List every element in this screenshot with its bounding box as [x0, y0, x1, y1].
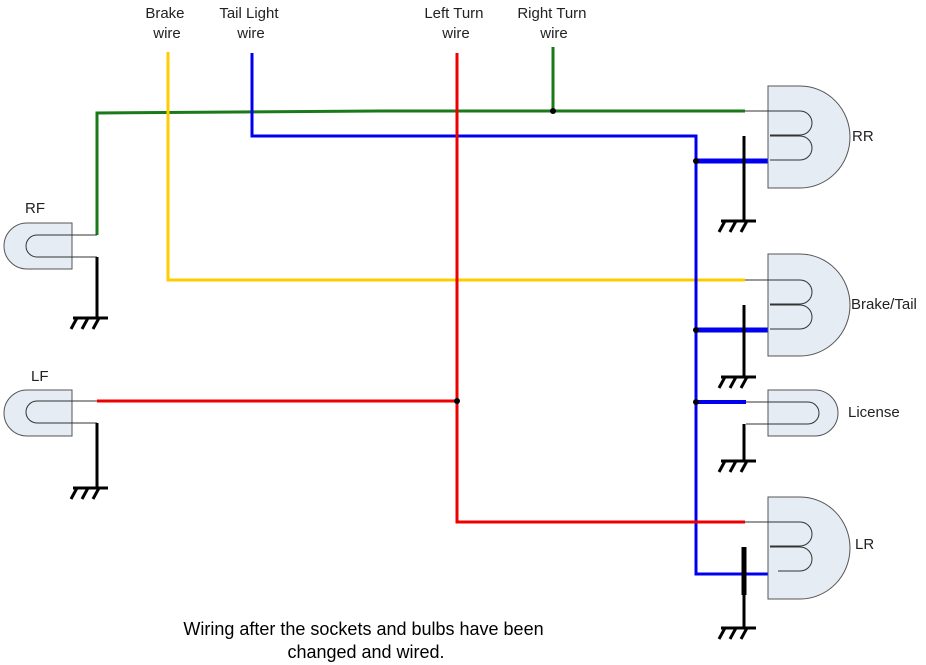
diagram-caption: Wiring after the sockets and bulbs have … — [183, 619, 548, 662]
left-turn-wire-label: Left Turn wire — [424, 5, 487, 42]
rr-socket — [717, 85, 851, 233]
tail-light-wire-label-line2: wire — [236, 25, 265, 42]
junction-dot — [693, 158, 699, 164]
lf-label: LF — [31, 368, 49, 385]
brake-wire — [166, 52, 745, 282]
left-turn-wire — [455, 53, 745, 524]
tail-light-wire — [250, 53, 778, 576]
lf-socket — [3, 389, 108, 500]
rf-label: RF — [25, 200, 45, 217]
brake-tail-socket — [717, 253, 851, 389]
right-turn-wire-label: Right Turn wire — [517, 5, 590, 42]
rr-label: RR — [852, 128, 874, 145]
tail-light-wire-label: Tail Light wire — [219, 5, 282, 42]
brake-tail-label: Brake/Tail — [851, 296, 917, 313]
junction-dot — [550, 108, 556, 114]
license-label: License — [848, 404, 900, 421]
junction-dot — [693, 327, 699, 333]
rf-socket — [3, 222, 108, 330]
left-turn-wire-label-line1: Left Turn — [424, 5, 483, 22]
junction-dot — [693, 399, 699, 405]
right-turn-wire-label-line1: Right Turn — [517, 5, 586, 22]
brake-wire-label-line2: wire — [152, 25, 181, 42]
right-turn-wire-label-line2: wire — [539, 25, 568, 42]
license-socket — [717, 389, 839, 473]
junction-dot — [454, 398, 460, 404]
lr-socket — [717, 496, 851, 640]
caption-line2: changed and wired. — [287, 642, 444, 662]
green-bus-wire — [95, 109, 745, 235]
tail-light-wire-label-line1: Tail Light — [219, 5, 279, 22]
lr-label: LR — [855, 536, 874, 553]
brake-wire-label-line1: Brake — [145, 5, 184, 22]
left-turn-wire-label-line2: wire — [441, 25, 470, 42]
caption-line1: Wiring after the sockets and bulbs have … — [183, 619, 543, 639]
brake-wire-label: Brake wire — [145, 5, 188, 42]
